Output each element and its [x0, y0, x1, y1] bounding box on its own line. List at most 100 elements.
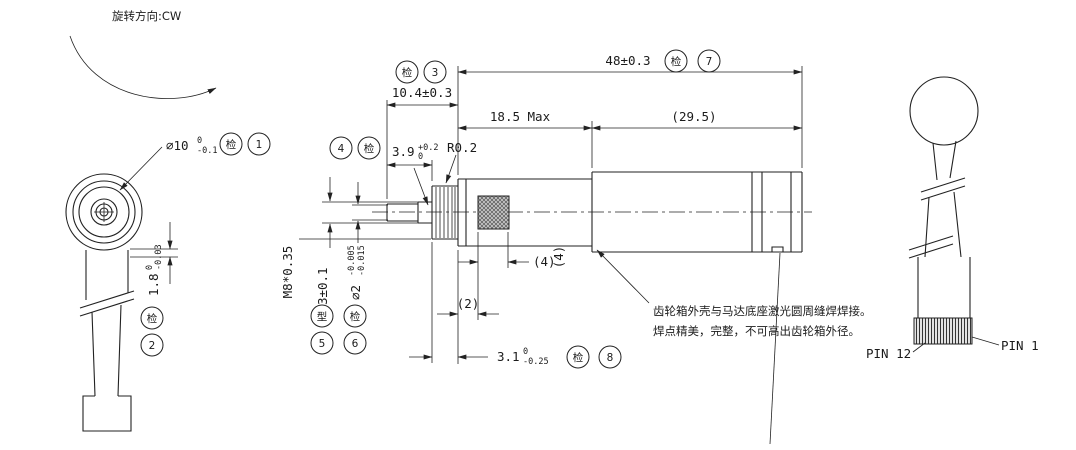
dim-dia10-tol-lower: -0.1: [197, 146, 217, 156]
dim-1p8-group: 1.8 0 -0.03: [145, 244, 164, 296]
pin1-label: PIN 1: [1001, 338, 1039, 353]
dim-4a: (4): [533, 254, 556, 269]
side-view: 10.4±0.3 检 3 48±0.3 检 7 18.5 Max (29.5): [280, 49, 872, 445]
hub-circle: [90, 198, 118, 226]
dim-dia2: ∅2: [348, 285, 363, 300]
terminal-notch: [771, 246, 784, 252]
dim-dia2-extension-lines: [352, 204, 388, 221]
rotation-direction-note: 旋转方向:CW: [112, 9, 181, 23]
dim-r02: R0.2: [447, 140, 477, 155]
dim-104: 10.4±0.3: [392, 85, 452, 100]
dia10-leader: [119, 146, 163, 191]
ring-circle-2: [78, 186, 130, 238]
pin12-label: PIN 12: [866, 346, 911, 361]
inspect-balloon-4-label: 检: [364, 142, 375, 155]
thread-lines: [435, 187, 456, 238]
dim-2: (2): [457, 296, 480, 311]
dim-39-tol-lower: 0: [418, 152, 423, 162]
item-balloon-1-label: 1: [256, 139, 263, 151]
item-balloon-4-label: 4: [338, 143, 345, 155]
ring-circle-1: [72, 180, 136, 244]
left-view: 旋转方向:CW ∅10 0 -0.1 检 1 1.8: [65, 9, 271, 432]
dim-31-tol-upper: 0: [523, 347, 528, 357]
dim-295: (29.5): [671, 109, 716, 124]
right-view: PIN 12 PIN 1: [866, 76, 1039, 361]
dim-m8-group: M8*0.35: [280, 246, 295, 299]
dim-1p8: 1.8: [146, 273, 161, 296]
dim-39-tol-upper: +0.2: [418, 143, 438, 153]
mold-balloon-5-label: 型: [317, 310, 328, 323]
dim-185: 18.5 Max: [490, 109, 551, 124]
ball-head-circle: [909, 76, 979, 146]
mid-shaft-outline: [924, 191, 962, 258]
inspect-balloon-1-label: 检: [226, 138, 237, 151]
inspect-balloon-4: 检: [357, 136, 381, 160]
inspect-balloon-6: 检: [343, 304, 367, 328]
item-balloon-3-label: 3: [432, 67, 439, 79]
weld-note-line1: 齿轮箱外壳与马达底座激光圆周缝焊焊接。: [653, 304, 872, 318]
terminal-wire: [769, 252, 781, 445]
dim-dia2-tol-lower: -0.015: [357, 245, 367, 276]
dim-31-tol-lower: -0.25: [523, 357, 549, 367]
outer-circle: [65, 173, 143, 251]
weld-note-leader: [596, 249, 650, 304]
item-balloon-3: 3: [423, 60, 447, 84]
weld-note-line2: 焊点精美，完整，不可高出齿轮箱外径。: [653, 324, 860, 338]
motor-outline: [591, 171, 803, 253]
item-balloon-4: 4: [329, 136, 353, 160]
inspect-balloon-2: 检: [140, 306, 164, 330]
laser-weld-patch: [477, 195, 510, 230]
dim-dia10: ∅10: [166, 138, 189, 153]
dim-dia3-group: ∅3±0.1: [315, 267, 330, 312]
front-view-circles: [65, 173, 143, 251]
mold-balloon-5: 型: [310, 304, 334, 328]
dim-48: 48±0.3: [605, 53, 650, 68]
item-balloon-5-label: 5: [319, 338, 326, 350]
output-shaft-outline: [386, 201, 432, 224]
item-balloon-2: 2: [140, 333, 164, 357]
inspect-balloon-8: 检: [566, 345, 590, 369]
center-mark: [94, 202, 114, 222]
break-lines-lower: [908, 235, 954, 259]
break-lines-upper: [920, 177, 966, 201]
dim-1p8-tol-lower: -0.03: [154, 244, 164, 270]
item-balloon-2-label: 2: [149, 340, 156, 352]
item-balloon-1: 1: [247, 132, 271, 156]
dim-39: 3.9: [392, 144, 415, 159]
dim-dia10-tol-upper: 0: [197, 136, 202, 146]
dim-dia3: ∅3±0.1: [315, 267, 330, 312]
inspect-balloon-3: 检: [395, 60, 419, 84]
inspect-balloon-2-label: 检: [147, 312, 158, 325]
dim-104-extension-lines: [386, 66, 459, 199]
item-balloon-6-label: 6: [352, 338, 359, 350]
pin1-leader: [971, 336, 1000, 346]
inspect-balloon-7-label: 检: [671, 55, 682, 68]
dim-31: 3.1: [497, 349, 520, 364]
dim-m8: M8*0.35: [280, 246, 295, 299]
dim-dia2-group: ∅2 -0.005 -0.015: [347, 245, 367, 300]
dim-2-extension-lines: [457, 232, 479, 364]
inspect-balloon-3-label: 检: [402, 66, 413, 79]
inspect-balloon-6-label: 检: [350, 310, 361, 323]
inspect-balloon-7: 检: [664, 49, 688, 73]
dim-dia2-tol-upper: -0.005: [347, 245, 357, 276]
inspect-balloon-8-label: 检: [573, 351, 584, 364]
gearbox-outline: [457, 178, 592, 247]
cw-rotation-arrow: [69, 35, 217, 99]
upper-shaft-outline: [932, 140, 957, 181]
dim-r02-leader: [445, 154, 457, 184]
inspect-balloon-1: 检: [219, 132, 243, 156]
dim-39-leader: [413, 167, 429, 206]
thread-outline: [431, 185, 458, 240]
item-balloon-7-label: 7: [706, 56, 713, 68]
pin12-leader: [912, 342, 926, 353]
connector-body-outline: [917, 257, 971, 318]
dim-dia3-extension-lines: [322, 201, 418, 224]
item-balloon-8-label: 8: [607, 352, 614, 364]
item-balloon-7: 7: [697, 49, 721, 73]
item-balloon-6: 6: [343, 331, 367, 355]
dim-4b: (4): [551, 246, 566, 269]
item-balloon-8: 8: [598, 345, 622, 369]
